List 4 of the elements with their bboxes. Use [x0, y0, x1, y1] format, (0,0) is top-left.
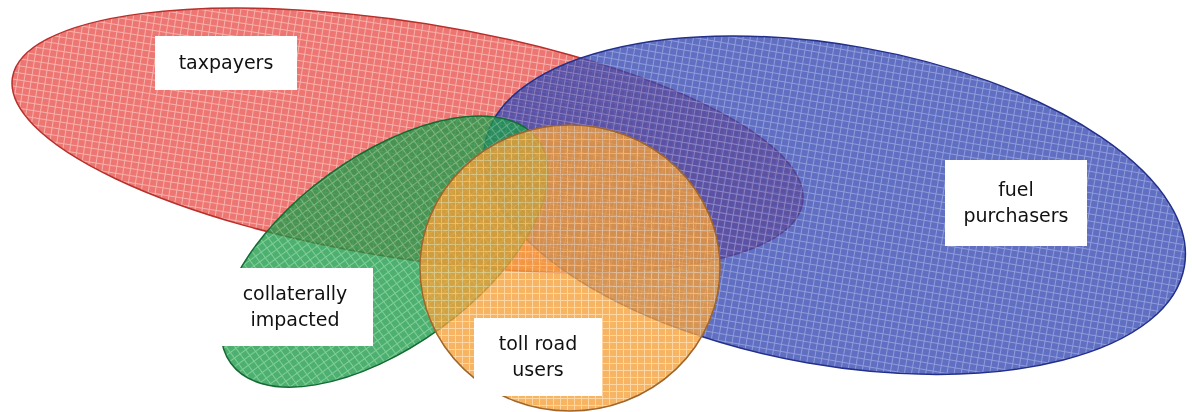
- set-label: collaterally impacted: [217, 268, 373, 346]
- set-label: toll road users: [474, 318, 602, 396]
- set-label: fuel purchasers: [945, 160, 1087, 246]
- set-label: taxpayers: [155, 36, 297, 90]
